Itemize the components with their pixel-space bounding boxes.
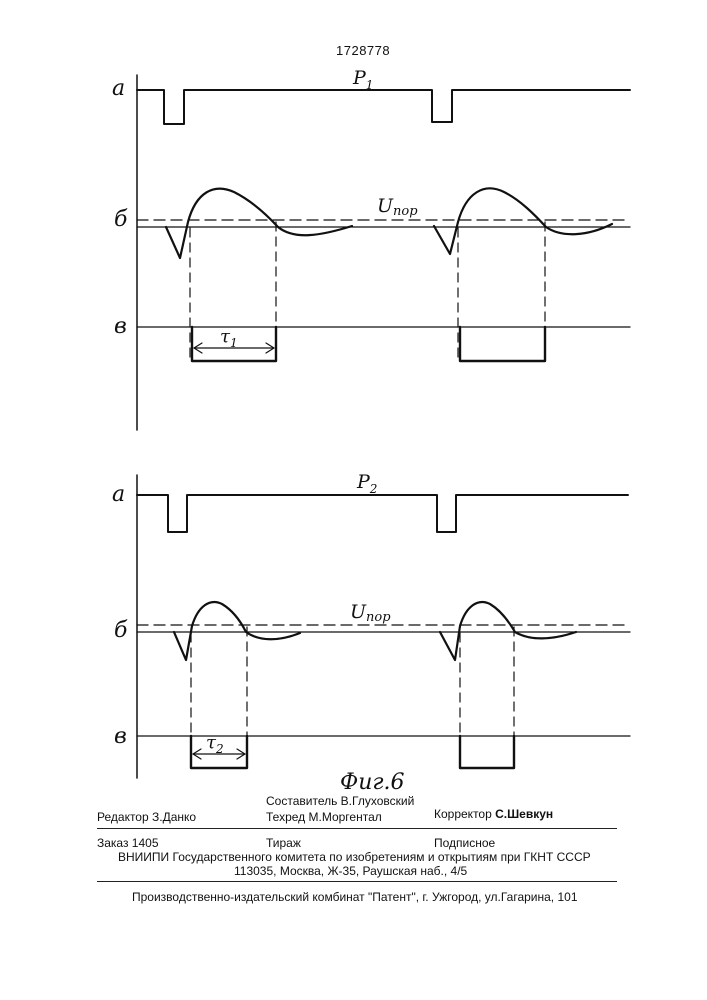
figure-caption: Фиг.6 [340,770,405,795]
panel1-label-p: P1 [352,67,373,92]
footer-address: 113035, Москва, Ж-35, Раушская наб., 4/5 [234,864,467,878]
panel2-label-b: б [114,618,128,643]
panel2-response-wave-1 [174,602,300,660]
panel2-output-pulse-2 [460,736,514,768]
panel1-label-b: б [114,207,128,232]
panel2-label-p: P2 [356,471,377,496]
footer-rule-2 [97,881,617,882]
timing-diagram-figure: a б в P1 Uпор τ1 a б в P2 Uпор τ2 [0,0,707,800]
panel1-output-pulse-2 [460,327,545,361]
panel1-label-tau: τ1 [220,326,238,350]
footer-corrector-name: С.Шевкун [495,807,553,821]
panel1-label-v: в [114,314,127,339]
footer-order: Заказ 1405 [97,836,159,850]
panel2-projection-lines [191,627,514,768]
panel2-row-a-pulse-signal [137,495,628,532]
footer-corrector-label: Корректор [434,807,492,821]
panel1-label-a: a [112,76,125,101]
panel1-response-wave-1 [166,189,352,258]
panel2-label-a: a [112,482,125,507]
panel2-label-u-threshold: Uпор [350,601,391,625]
footer-corrector: Корректор С.Шевкун [434,807,553,821]
panel1-projection-lines [190,222,545,360]
footer-editor: Редактор З.Данко [97,810,196,824]
footer-circulation: Тираж [266,836,301,850]
timing-diagram-panel-1 [137,75,630,430]
panel2-label-v: в [114,724,127,749]
panel1-response-wave-2 [434,188,612,254]
panel1-label-u-threshold: Uпор [377,195,418,219]
panel1-row-a-pulse-signal [137,90,630,124]
footer-vniipi: ВНИИПИ Государственного комитета по изоб… [118,850,591,864]
footer-rule-1 [97,828,617,829]
footer-techred: Техред М.Моргентал [266,810,382,824]
footer-publisher: Производственно-издательский комбинат "П… [132,890,578,904]
footer-subscription: Подписное [434,836,495,850]
footer-compiler: Составитель В.Глуховский [266,794,414,808]
